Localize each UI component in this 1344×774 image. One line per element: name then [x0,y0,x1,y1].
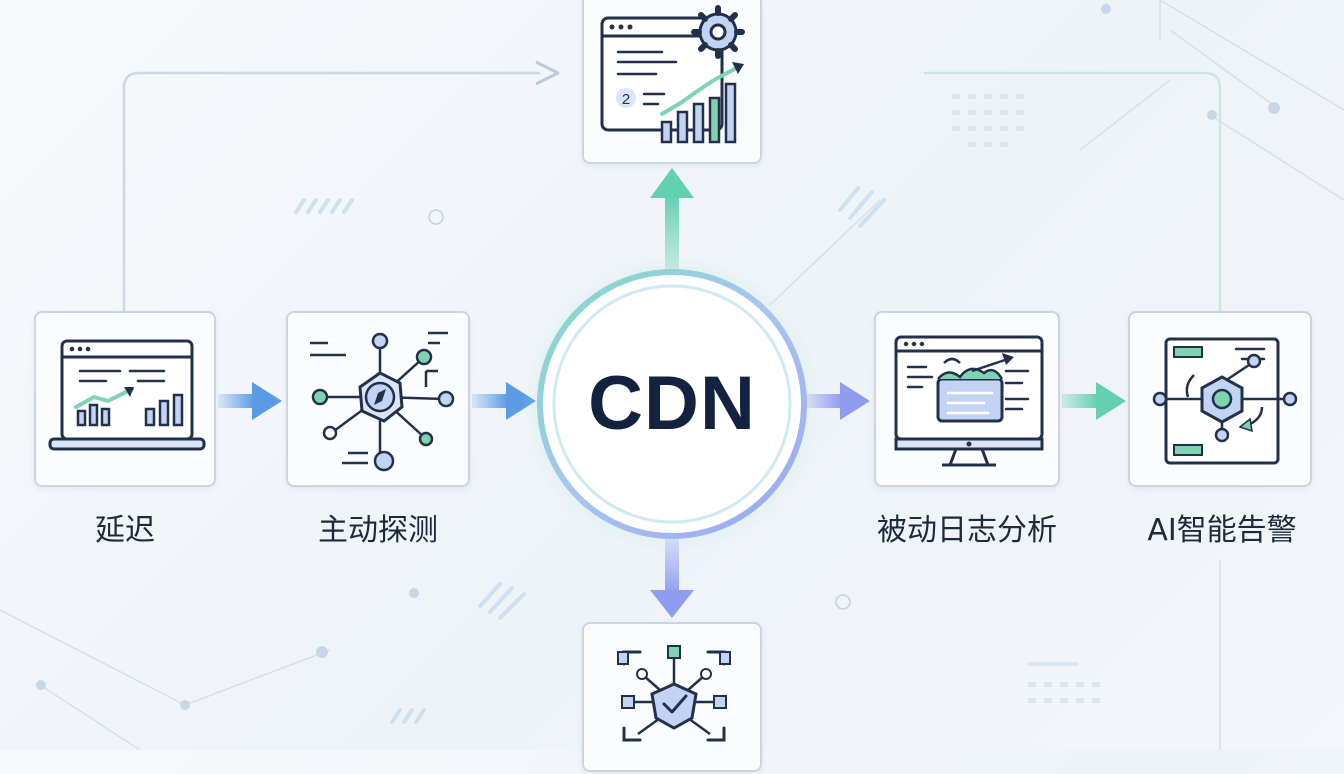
card-latency [34,311,216,487]
arrow-probe-to-cdn [472,382,536,420]
label-latency: 延迟 [95,513,155,548]
hexagon-network-icon [1152,337,1298,465]
background-decoration [0,0,1344,750]
cdn-hub-ring [522,254,822,554]
label-ai-alert: AI智能告警 [1147,513,1297,548]
shield-network-icon [617,645,731,742]
diagram-canvas [0,0,1344,750]
background-dots [36,4,1280,710]
label-passive-log: 被动日志分析 [877,513,1057,548]
network-compass-icon [310,331,455,472]
badge-number: 2 [622,91,630,108]
arrow-latency-to-probe [218,382,282,420]
gear-icon [691,5,745,59]
cdn-label: CDN [588,361,756,446]
card-security [582,622,762,772]
card-active-probe [286,311,470,487]
connector-ai-to-dashboard [924,71,1222,750]
card-passive-log [874,311,1060,487]
dashboard-gear-chart-icon: 2 [600,5,745,144]
card-ai-alert [1128,311,1312,487]
label-active-probe: 主动探测 [318,513,438,548]
laptop-chart-icon [48,339,206,451]
arrow-log-to-ai [1062,382,1126,420]
card-dashboard: 2 [582,0,762,164]
monitor-log-icon [894,335,1044,467]
connector-latency-to-dashboard [122,60,560,312]
